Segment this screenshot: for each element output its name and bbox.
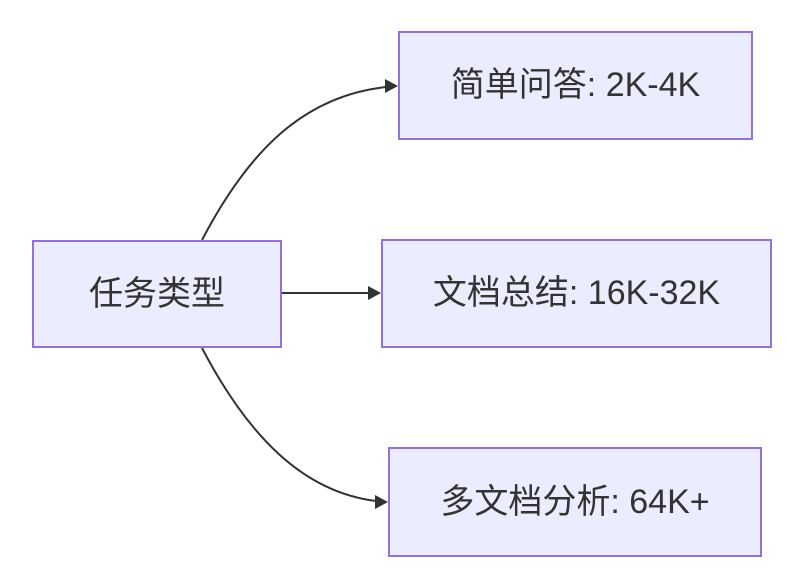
node-simple-qa-label: 简单问答: 2K-4K bbox=[450, 66, 701, 105]
edge-root-to-simple-qa-arrowhead-icon bbox=[385, 79, 398, 93]
node-doc-summary-label: 文档总结: 16K-32K bbox=[432, 274, 721, 313]
edge-root-to-simple-qa bbox=[201, 86, 387, 241]
edge-root-to-doc-summary-arrowhead-icon bbox=[368, 286, 381, 300]
node-multi-doc-label: 多文档分析: 64K+ bbox=[440, 482, 710, 521]
edge-root-to-multi-doc-arrowhead-icon bbox=[375, 495, 388, 509]
node-doc-summary: 文档总结: 16K-32K bbox=[381, 239, 772, 348]
node-multi-doc: 多文档分析: 64K+ bbox=[388, 447, 762, 557]
node-task-type: 任务类型 bbox=[32, 240, 282, 348]
edge-root-to-multi-doc bbox=[201, 347, 377, 502]
node-simple-qa: 简单问答: 2K-4K bbox=[398, 31, 753, 140]
node-task-type-label: 任务类型 bbox=[89, 274, 225, 313]
